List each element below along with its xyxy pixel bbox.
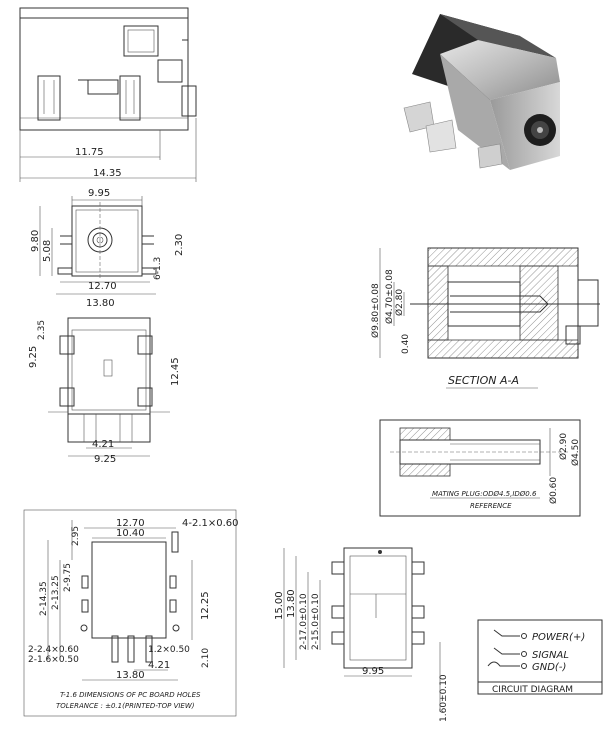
bottom-width-dim: 9.25 [94, 454, 116, 465]
front-inner-height-dim: 5.08 [42, 240, 53, 262]
bottom-top-dim: 2.35 [37, 320, 47, 340]
pcb-layout-view: 12.70 10.40 4-2.1×0.60 2-14.35 2-13.25 2… [23, 509, 239, 717]
pcb-b2: 2-1.6×0.50 [28, 655, 79, 665]
plug-d3: Ø0.60 [548, 477, 559, 504]
front-top-dim: 9.95 [88, 188, 110, 199]
side-width-top: 11.75 [75, 147, 104, 158]
product-render [403, 14, 560, 170]
bottom-right-dim: 12.45 [170, 357, 181, 386]
pcb-b6: 13.80 [116, 670, 145, 681]
section-d2: Ø4.70±0.08 [384, 269, 395, 324]
plug-d2: Ø4.50 [570, 439, 581, 466]
plug-d1: Ø2.90 [558, 433, 569, 460]
pcb-v3: 2-13.25 [51, 575, 61, 610]
pcb-b1: 2-2.4×0.60 [28, 645, 79, 655]
pcb-top2: 10.40 [116, 528, 145, 539]
top-pin-h1: 2-17.0±0.10 [299, 593, 309, 650]
pcb-tolerance: TOLERANCE : ±0.1(PRINTED-TOP VIEW) [56, 702, 195, 710]
front-view: 9.95 9.80 5.08 2.30 6-1.3 12.70 13.80 [30, 188, 185, 309]
bottom-inner-width-dim: 4.21 [92, 439, 114, 450]
pcb-v5: 12.25 [200, 591, 211, 620]
bottom-view: 9.25 2.35 12.45 4.21 9.25 [28, 317, 181, 465]
circuit-diagram: POWER(+) SIGNAL GND(-) CIRCUIT DIAGRAM [477, 619, 603, 695]
front-inner-width-dim: 12.70 [88, 281, 117, 292]
top-view: 15.00 13.80 2-17.0±0.10 2-15.0±0.10 9.95… [274, 547, 449, 722]
circuit-title: CIRCUIT DIAGRAM [492, 685, 573, 695]
pcb-top1: 12.70 [116, 518, 145, 529]
section-d3: Ø2.80 [394, 289, 405, 316]
side-width-total: 14.35 [93, 168, 122, 179]
bottom-left-dim: 9.25 [28, 346, 39, 368]
side-view: 11.75 14.35 [19, 7, 197, 182]
pcb-v4: 2-9.75 [63, 563, 73, 592]
front-pin-offset-dim: 2.30 [174, 234, 185, 256]
pcb-caption: T-1.6 DIMENSIONS OF PC BOARD HOLES [60, 691, 201, 699]
mating-plug-view: Ø2.90 Ø4.50 Ø0.60 MATING PLUG:ODØ4.5,IDØ… [379, 419, 581, 517]
section-d4: 0.40 [401, 334, 411, 354]
circuit-power-label: POWER(+) [532, 632, 585, 643]
top-width: 9.95 [362, 666, 384, 677]
top-inner-height: 13.80 [286, 589, 297, 618]
section-d1: Ø9.80±0.08 [370, 283, 381, 338]
top-pin-h2: 2-15.0±0.10 [311, 593, 321, 650]
pcb-v2: 2-14.35 [39, 581, 49, 616]
front-height-dim: 9.80 [30, 230, 41, 252]
pcb-b5: 2.10 [201, 648, 211, 668]
pcb-v1: 2.95 [71, 526, 81, 546]
circuit-gnd-label: GND(-) [532, 662, 566, 673]
plug-reference: REFERENCE [470, 502, 512, 510]
circuit-signal-label: SIGNAL [532, 650, 569, 661]
top-bottom-dim: 1.60±0.10 [439, 674, 449, 722]
pcb-b3: 1.2×0.50 [148, 645, 190, 655]
pcb-holes: 4-2.1×0.60 [182, 518, 239, 529]
front-outer-width-dim: 13.80 [86, 298, 115, 309]
plug-note: MATING PLUG:ODØ4.5,IDØ0.6 [432, 490, 537, 498]
top-height: 15.00 [274, 591, 285, 620]
section-view: Ø9.80±0.08 Ø4.70±0.08 Ø2.80 0.40 SECTION… [370, 247, 600, 389]
section-title: SECTION A-A [448, 374, 519, 387]
pcb-b4: 4.21 [148, 660, 170, 671]
front-pin-gap-dim: 6-1.3 [153, 257, 163, 280]
